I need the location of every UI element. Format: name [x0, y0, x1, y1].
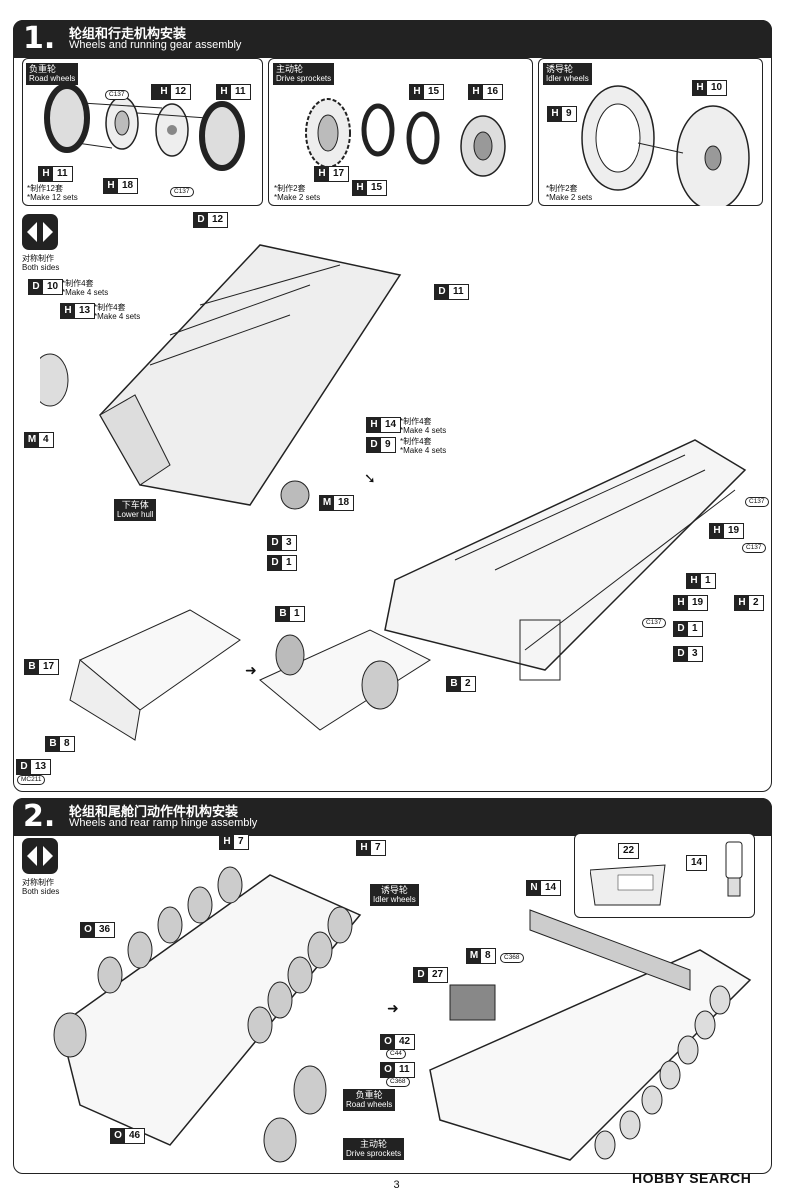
idler-wheels-illustration [581, 85, 750, 206]
cement-mark: C368 [500, 953, 524, 963]
arrow-icon: ➘ [364, 470, 376, 486]
make-note: *制作4套*Make 4 sets [400, 417, 447, 435]
arrow-icon: ➜ [387, 1000, 399, 1016]
step-title-cn: 轮组和尾舱门动作件机构安装 [69, 804, 239, 819]
tool-icon [725, 841, 743, 897]
step-number: 2. [23, 799, 56, 834]
cement-mark: C44 [386, 1049, 406, 1059]
hull-with-wheels-illustration [53, 866, 362, 1163]
cement-mark: C137 [742, 543, 766, 553]
drive-sprockets-illustration [305, 98, 506, 177]
make-note: *制作4套*Make 4 sets [94, 303, 141, 321]
step-title-en: Wheels and rear ramp hinge assembly [69, 817, 258, 829]
decal-label-22: 22 [618, 843, 640, 859]
step-number: 1. [23, 21, 56, 56]
make-note: *制作4套*Make 4 sets [62, 279, 109, 297]
road-wheels-illustration [44, 83, 245, 171]
cement-mark: C137 [745, 497, 769, 507]
decal-illustration [590, 864, 666, 906]
both-sides-icon [22, 214, 58, 250]
step-title-cn: 轮组和行走机构安装 [69, 26, 187, 41]
page-number: 3 [393, 1179, 400, 1191]
cement-mark: MC211 [17, 775, 46, 785]
step1-header: 1. 轮组和行走机构安装 Wheels and running gear ass… [13, 20, 772, 58]
lower-hull-illustration [40, 244, 402, 510]
decal-label-14: 14 [686, 855, 708, 871]
make-note: *制作2套*Make 2 sets [274, 184, 321, 202]
both-sides-icon [22, 838, 58, 874]
make-note: *制作12套*Make 12 sets [27, 184, 78, 202]
assembled-hull-illustration [384, 439, 747, 681]
step2-header: 2. 轮组和尾舱门动作件机构安装 Wheels and rear ramp hi… [13, 798, 772, 836]
rear-ramp-illustration [429, 909, 752, 1161]
cement-mark: C368 [386, 1077, 410, 1087]
make-note: *制作2套*Make 2 sets [546, 184, 593, 202]
cement-mark: C137 [105, 90, 129, 100]
cement-mark: C137 [642, 618, 666, 628]
make-note: *制作4套*Make 4 sets [400, 437, 447, 455]
hobby-search-logo: HOBBY SEARCH [632, 1170, 752, 1186]
arrow-icon: ➜ [245, 662, 257, 678]
step-title-en: Wheels and running gear assembly [69, 39, 242, 51]
rear-plate-illustration [69, 609, 432, 741]
cement-mark: C137 [170, 187, 194, 197]
